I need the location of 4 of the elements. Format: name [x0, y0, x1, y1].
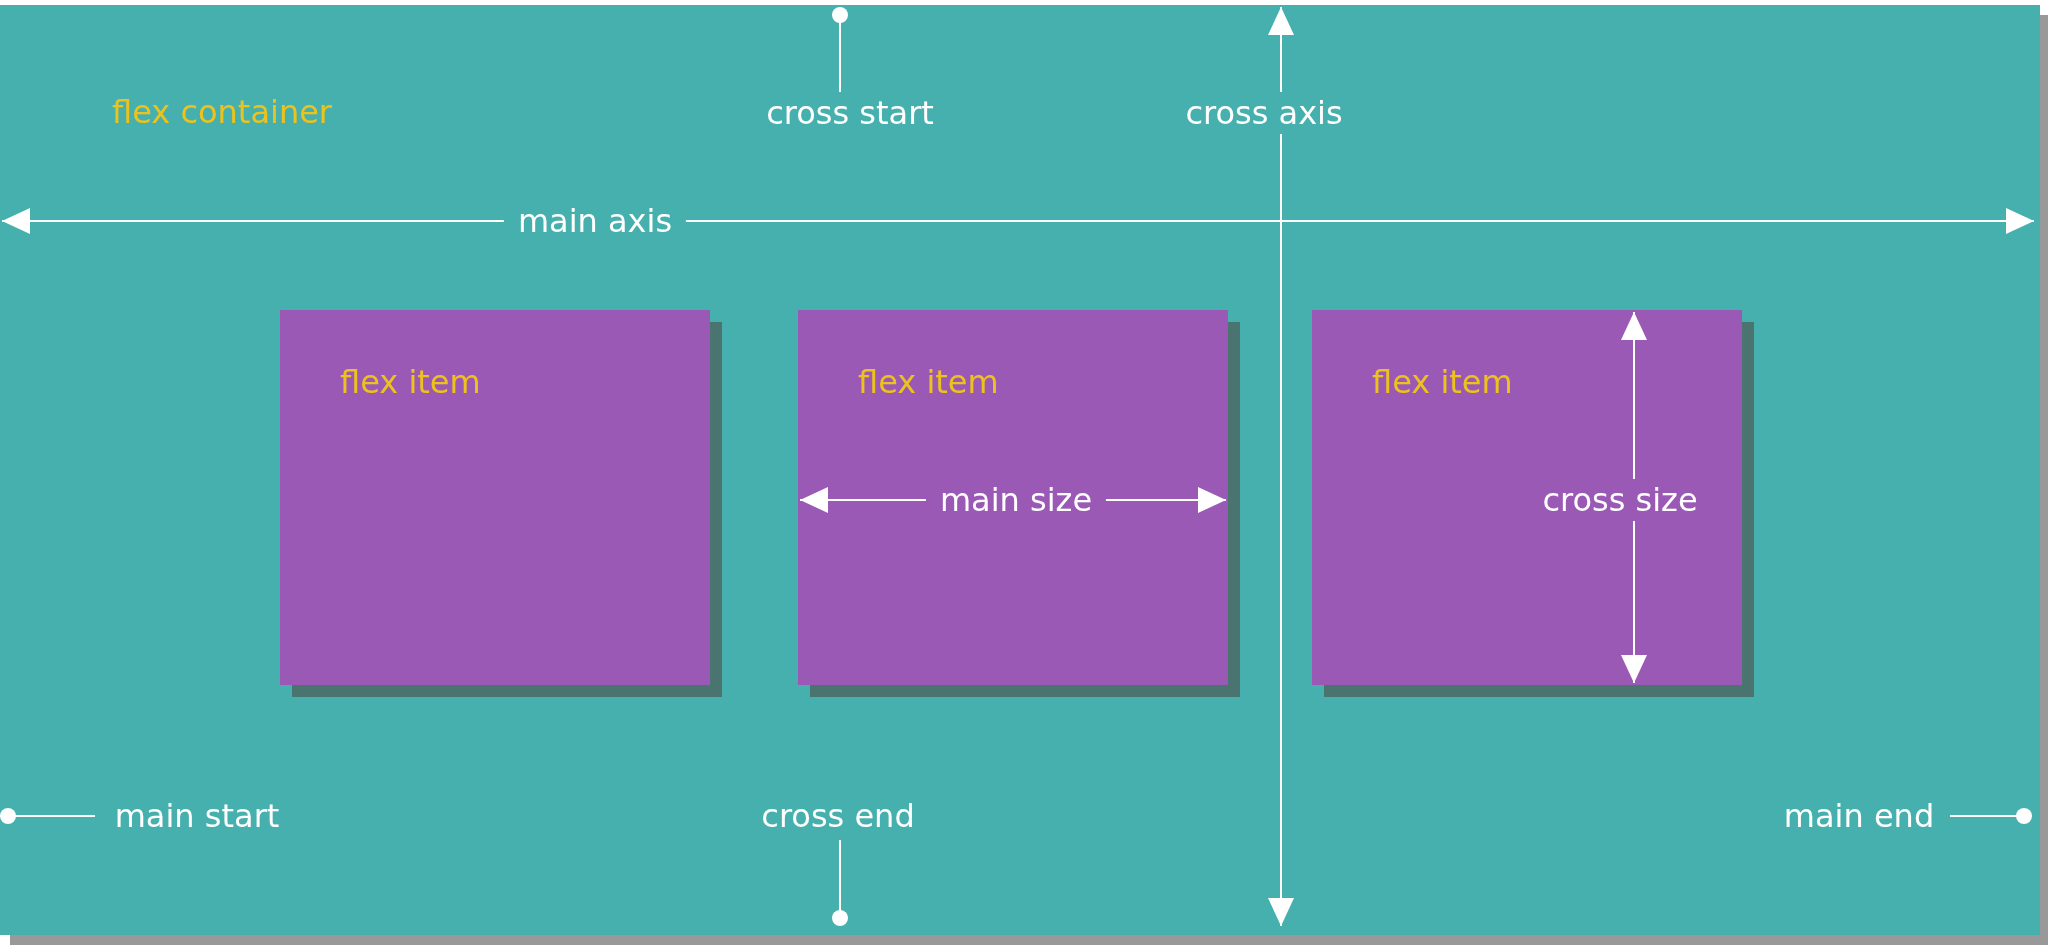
- item-title: flex item: [858, 363, 999, 401]
- item-title: flex item: [340, 363, 481, 401]
- item-title: flex item: [1372, 363, 1513, 401]
- container-title: flex container: [112, 93, 332, 131]
